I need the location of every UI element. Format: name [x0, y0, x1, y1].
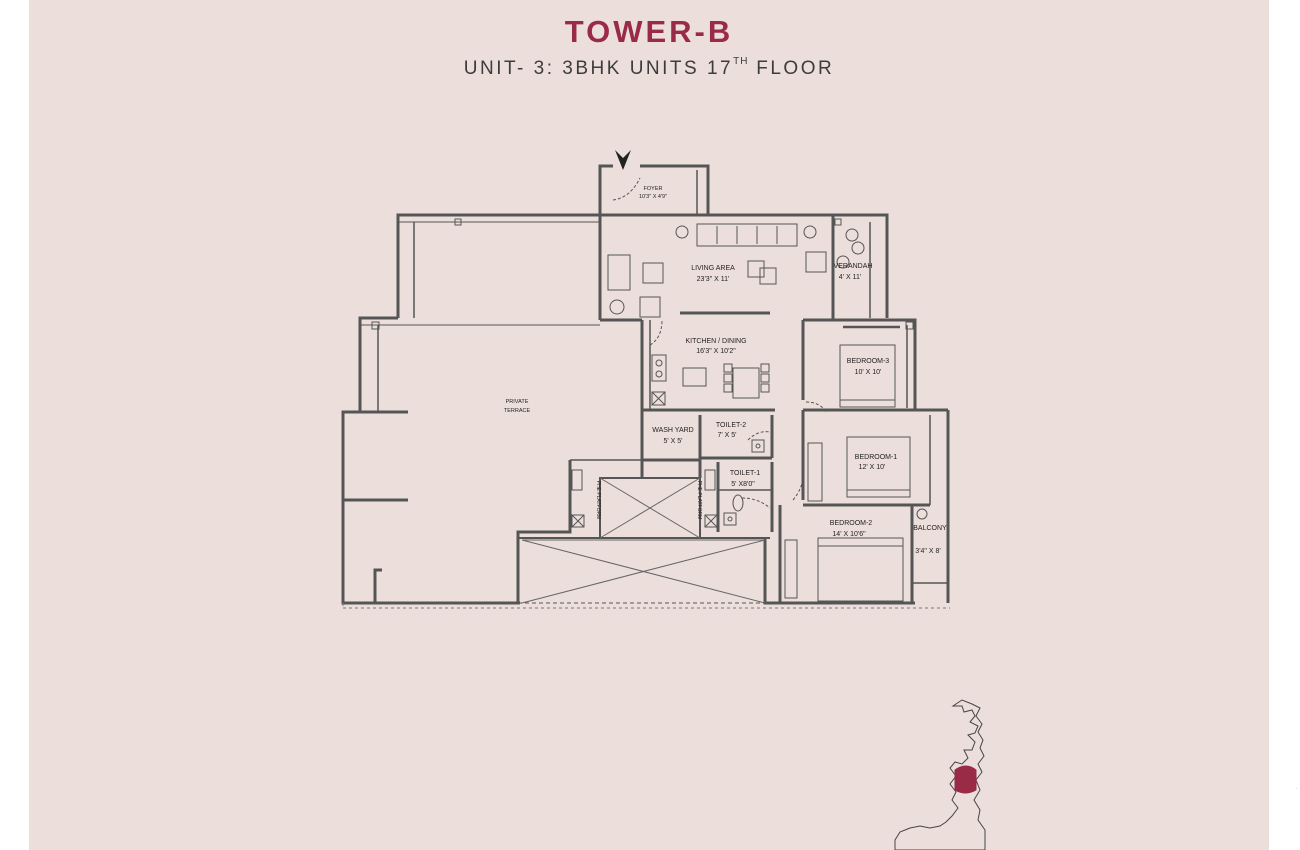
- key-plan-icon: [894, 699, 986, 850]
- unit-subtitle: UNIT- 3: 3BHK UNITS 17TH FLOOR: [29, 56, 1269, 80]
- toilet1-label: TOILET-1: [730, 470, 760, 477]
- tower-title: TOWER-B: [564, 14, 734, 49]
- entry-arrow-icon: [615, 150, 631, 170]
- walls: [341, 164, 950, 605]
- verandah-size: 4' X 11': [839, 274, 861, 281]
- bedroom3-size: 10' X 10': [855, 369, 882, 376]
- terrace-label-2: TERRACE: [504, 408, 531, 414]
- foyer-label: FOYER: [644, 186, 663, 192]
- room-labels: FOYER 10'3" X 4'9" LIVING AREA 23'3" X 1…: [504, 186, 947, 555]
- subtitle-superscript: TH: [733, 56, 749, 67]
- toilet2-label: TOILET-2: [716, 422, 746, 429]
- kitchen-size: 16'3" X 10'2": [696, 348, 736, 355]
- terrace-label-1: PRIVATE: [506, 399, 529, 405]
- phe-platform-right-label: PHE PLATFORM: [696, 481, 702, 520]
- toilet2-size: 7' X 5': [717, 432, 736, 439]
- bedroom3-label: BEDROOM-3: [847, 358, 890, 365]
- kitchen-label: KITCHEN / DINING: [685, 338, 746, 345]
- living-size: 23'3" X 11': [697, 276, 730, 283]
- bedroom2-size: 14' X 10'6": [832, 531, 866, 538]
- subtitle-main: UNIT- 3: 3BHK UNITS 17: [463, 58, 734, 79]
- shaft-crosses: [521, 477, 766, 604]
- dashed-outlines: [342, 603, 950, 609]
- margin-dot: ·: [1296, 786, 1297, 791]
- balcony-label: BALCONY: [913, 525, 947, 532]
- bedroom2-label: BEDROOM-2: [830, 520, 873, 527]
- subtitle-tail: FLOOR: [748, 58, 835, 79]
- phe-platform-left-label: PHE PLATFORM: [595, 481, 601, 520]
- door-swings: [612, 177, 827, 509]
- bedroom1-label: BEDROOM-1: [855, 454, 898, 461]
- bedroom1-size: 12' X 10': [859, 464, 886, 471]
- living-label: LIVING AREA: [691, 265, 735, 272]
- balcony-size: 3'4" X 8': [915, 548, 940, 555]
- furniture: [371, 218, 928, 602]
- verandah-label: VERANDAH: [834, 263, 873, 270]
- washyard-label: WASH YARD: [652, 427, 694, 434]
- toilet1-size: 5' X8'0": [731, 481, 755, 488]
- floor-plan-sheet: TOWER-B UNIT- 3: 3BHK UNITS 17TH FLOOR: [29, 0, 1269, 850]
- foyer-size: 10'3" X 4'9": [639, 194, 667, 200]
- washyard-size: 5' X 5': [663, 438, 682, 445]
